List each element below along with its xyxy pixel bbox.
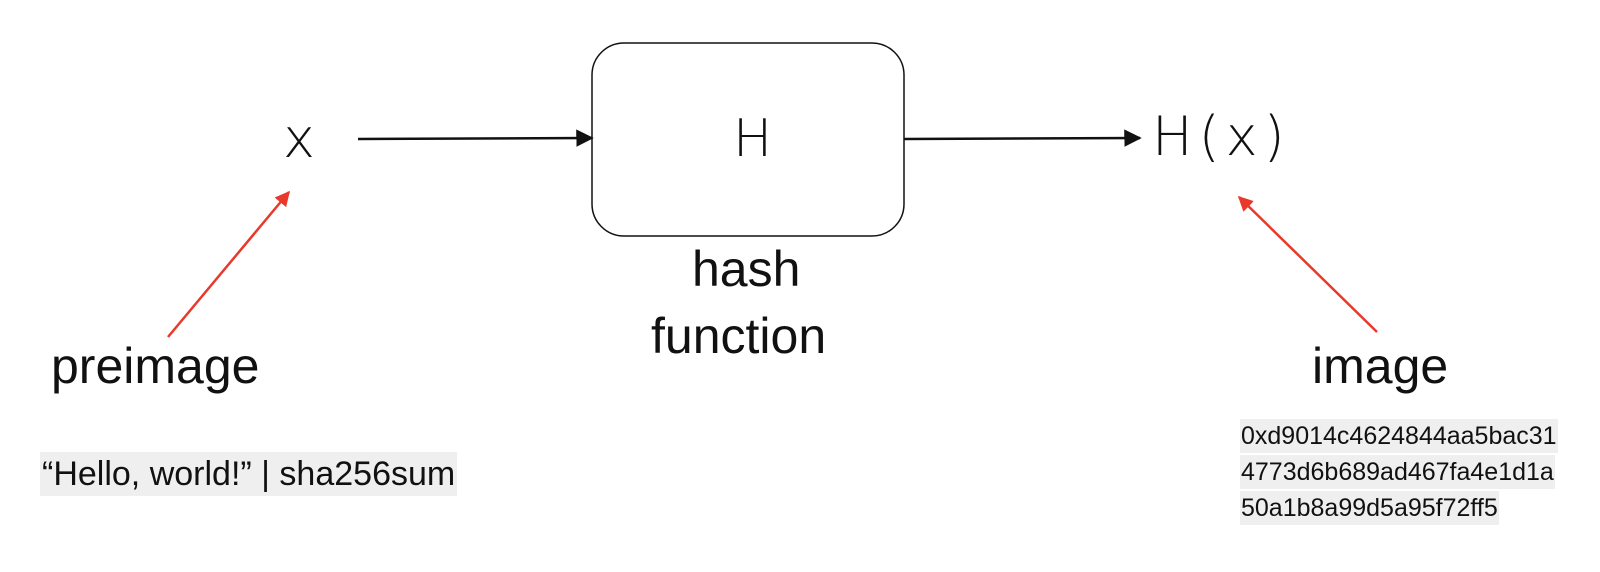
- hash-output-line-1: 0xd9014c4624844aa5bac31: [1240, 419, 1558, 453]
- hash-output-line-3: 50a1b8a99d5a95f72ff5: [1240, 491, 1499, 525]
- preimage-pointer-arrow: [167, 190, 290, 338]
- preimage-example-command: “Hello, world!” | sha256sum: [40, 452, 458, 496]
- output-symbol-hx: H(x): [1152, 105, 1291, 168]
- input-arrow: [357, 129, 594, 147]
- image-label: image: [1312, 338, 1449, 394]
- function-symbol-h: H: [733, 109, 773, 169]
- function-caption-hash: hash: [692, 241, 801, 297]
- output-arrow: [903, 129, 1142, 147]
- image-pointer-arrow: [1237, 195, 1378, 333]
- hash-output-line-2: 4773d6b689ad467fa4e1d1a: [1240, 455, 1555, 489]
- function-caption-function: function: [651, 308, 827, 364]
- preimage-label: preimage: [51, 338, 260, 394]
- input-symbol-x: x: [283, 107, 315, 170]
